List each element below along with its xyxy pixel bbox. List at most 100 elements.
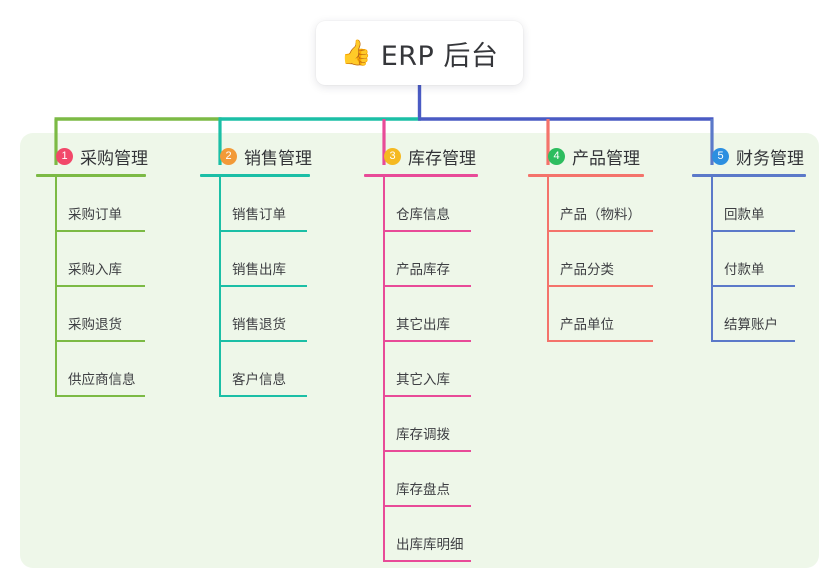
branch-item-rule	[711, 285, 795, 287]
branch-item[interactable]: 采购订单	[36, 177, 148, 232]
branch-item-rule	[383, 560, 471, 562]
branch-header-rule	[364, 174, 478, 177]
branch-number-badge: 3	[384, 147, 401, 165]
branch-item-rule	[55, 230, 145, 232]
branch-item[interactable]: 结算账户	[692, 287, 806, 342]
branch-header-rule	[200, 174, 310, 177]
branch-item-label: 供应商信息	[68, 372, 136, 388]
branch-item-rule	[711, 340, 795, 342]
branch-spine	[711, 177, 713, 342]
branch-header-rule	[528, 174, 644, 177]
branch-item-label: 产品分类	[560, 262, 614, 278]
branch-items: 回款单付款单结算账户	[692, 177, 806, 342]
branch-spine	[547, 177, 549, 342]
branch-item-label: 采购入库	[68, 262, 122, 278]
branch-item-rule	[383, 340, 471, 342]
branch-item-rule	[219, 285, 307, 287]
root-node-label: ERP 后台	[380, 40, 499, 72]
branch-items: 产品（物料） 产品分类产品单位	[528, 177, 653, 342]
branch-column-1: 1 采购管理采购订单采购入库采购退货供应商信息	[36, 143, 148, 397]
branch-item[interactable]: 产品单位	[528, 287, 653, 342]
branch-spine	[55, 177, 57, 397]
branches-panel	[20, 133, 819, 568]
branch-item[interactable]: 销售退货	[200, 287, 312, 342]
branch-item-label: 客户信息	[232, 372, 286, 388]
branch-item[interactable]: 产品（物料）	[528, 177, 653, 232]
branch-item-label: 销售退货	[232, 317, 286, 333]
branch-header-4[interactable]: 4 产品管理	[528, 143, 644, 169]
branch-item-rule	[383, 450, 471, 452]
branch-item-rule	[219, 230, 307, 232]
branch-item[interactable]: 采购入库	[36, 232, 148, 287]
branch-item-label: 回款单	[724, 207, 765, 223]
branch-item[interactable]: 出库库明细	[364, 507, 478, 562]
branch-column-4: 4 产品管理产品（物料） 产品分类产品单位	[528, 143, 653, 342]
branch-item-label: 产品单位	[560, 317, 614, 333]
branch-item-rule	[383, 395, 471, 397]
branch-item-label: 采购订单	[68, 207, 122, 223]
branch-title: 财务管理	[736, 148, 804, 169]
branch-header-3[interactable]: 3 库存管理	[364, 143, 478, 169]
branch-title: 库存管理	[408, 148, 476, 169]
branch-item[interactable]: 其它入库	[364, 342, 478, 397]
branch-item-rule	[383, 505, 471, 507]
branch-title: 销售管理	[244, 148, 312, 169]
root-node-content: 👍 ERP 后台	[341, 34, 499, 73]
branch-item-rule	[711, 230, 795, 232]
branch-header-rule	[692, 174, 806, 177]
branch-spine	[383, 177, 385, 562]
branch-item[interactable]: 采购退货	[36, 287, 148, 342]
branch-header-2[interactable]: 2 销售管理	[200, 143, 312, 169]
branch-item[interactable]: 其它出库	[364, 287, 478, 342]
branch-item[interactable]: 付款单	[692, 232, 806, 287]
branch-item-rule	[55, 395, 145, 397]
branch-item[interactable]: 销售订单	[200, 177, 312, 232]
branch-item[interactable]: 库存盘点	[364, 452, 478, 507]
branch-item-label: 仓库信息	[396, 207, 450, 223]
branch-item[interactable]: 回款单	[692, 177, 806, 232]
branch-number-badge: 4	[548, 147, 565, 165]
branch-title: 采购管理	[80, 148, 148, 169]
branch-item[interactable]: 销售出库	[200, 232, 312, 287]
branch-item-label: 结算账户	[724, 317, 778, 333]
branch-items: 仓库信息产品库存其它出库其它入库库存调拨库存盘点出库库明细	[364, 177, 478, 562]
branch-item[interactable]: 仓库信息	[364, 177, 478, 232]
branch-item[interactable]: 供应商信息	[36, 342, 148, 397]
root-node[interactable]: 👍 ERP 后台	[316, 21, 523, 85]
branch-item-label: 销售订单	[232, 207, 286, 223]
branch-spine	[219, 177, 221, 397]
thumbs-up-icon: 👍	[340, 37, 372, 67]
branch-title: 产品管理	[572, 148, 640, 169]
branch-item-rule	[55, 285, 145, 287]
branch-item-label: 其它出库	[396, 317, 450, 333]
branch-header-5[interactable]: 5 财务管理	[692, 143, 806, 169]
branch-item-rule	[219, 395, 307, 397]
branch-items: 采购订单采购入库采购退货供应商信息	[36, 177, 148, 397]
branch-item-rule	[547, 230, 653, 232]
branch-column-3: 3 库存管理仓库信息产品库存其它出库其它入库库存调拨库存盘点出库库明细	[364, 143, 478, 562]
branch-item-rule	[383, 285, 471, 287]
branch-number-badge: 1	[56, 147, 73, 165]
branch-item-label: 其它入库	[396, 372, 450, 388]
branch-column-5: 5 财务管理回款单付款单结算账户	[692, 143, 806, 342]
branch-item-label: 销售出库	[232, 262, 286, 278]
branch-header-rule	[36, 174, 146, 177]
branch-header-1[interactable]: 1 采购管理	[36, 143, 148, 169]
branch-item-label: 付款单	[724, 262, 765, 278]
branch-item[interactable]: 产品分类	[528, 232, 653, 287]
branch-item-label: 库存调拨	[396, 427, 450, 443]
branch-column-2: 2 销售管理销售订单销售出库销售退货客户信息	[200, 143, 312, 397]
branch-number-badge: 5	[712, 147, 729, 165]
branch-item-label: 库存盘点	[396, 482, 450, 498]
branch-item[interactable]: 产品库存	[364, 232, 478, 287]
branch-number-badge: 2	[220, 147, 237, 165]
branch-item[interactable]: 客户信息	[200, 342, 312, 397]
branch-item-rule	[547, 285, 653, 287]
branch-item-label: 产品库存	[396, 262, 450, 278]
branch-item-rule	[547, 340, 653, 342]
branch-item[interactable]: 库存调拨	[364, 397, 478, 452]
branch-item-label: 采购退货	[68, 317, 122, 333]
branch-item-label: 产品（物料）	[560, 207, 641, 223]
